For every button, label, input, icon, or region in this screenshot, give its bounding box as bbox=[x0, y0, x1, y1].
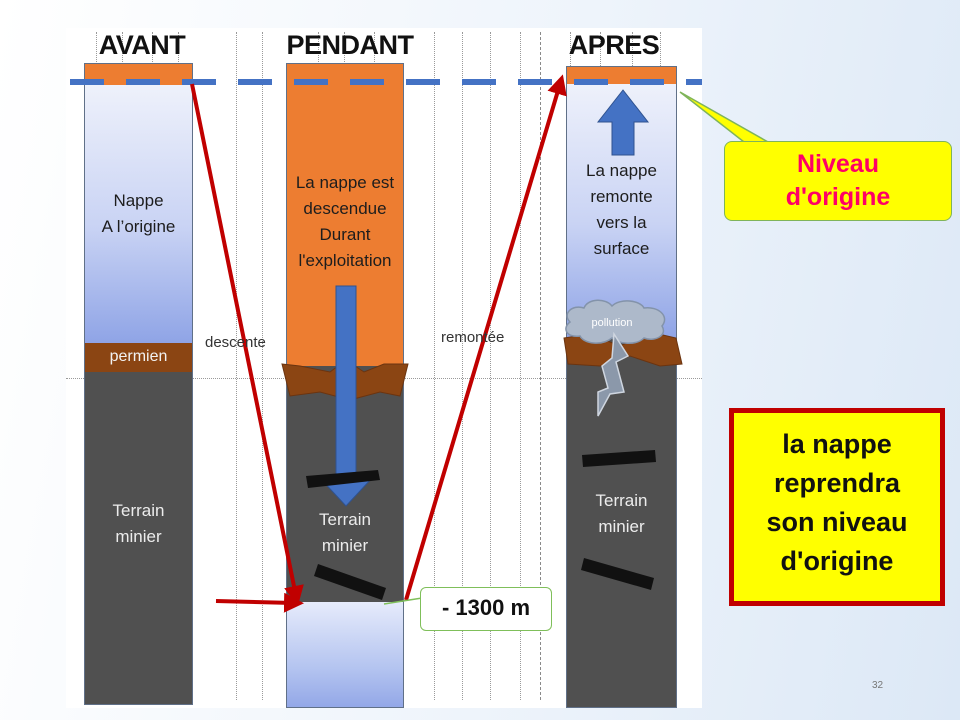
depth-pointer bbox=[383, 597, 423, 605]
descent-arrow bbox=[190, 83, 304, 606]
origin-level-callout: Niveau d'origine bbox=[724, 141, 952, 221]
page-number: 32 bbox=[872, 680, 884, 691]
permien-label: permien bbox=[109, 348, 168, 365]
title-avant: AVANT bbox=[98, 30, 186, 60]
column-avant bbox=[84, 63, 193, 705]
nappe-remonte-label: La nappe remonte vers la surface bbox=[586, 161, 657, 258]
pollution-cloud-icon bbox=[565, 299, 666, 344]
up-arrow-icon bbox=[596, 89, 650, 156]
conclusion-callout: la nappe reprendra son niveau d'origine bbox=[729, 408, 945, 606]
lightning-icon bbox=[597, 331, 630, 417]
mine-galleries bbox=[306, 450, 656, 600]
ascent-arrow bbox=[404, 74, 567, 601]
nappe-descendue-label: La nappe est descendue Durant l'exploita… bbox=[295, 173, 395, 270]
pollution-label: pollution bbox=[591, 317, 633, 329]
descent-label: descente bbox=[205, 334, 266, 351]
terrain-minier-label-avant: Terrain minier bbox=[112, 501, 165, 546]
title-apres: APRES bbox=[568, 30, 660, 60]
ascent-label: remontée bbox=[441, 329, 505, 346]
callout-pointer bbox=[679, 91, 771, 143]
terrain-minier-label-pendant: Terrain minier bbox=[319, 510, 371, 555]
terrain-minier-label-apres: Terrain minier bbox=[595, 491, 648, 536]
title-pendant: PENDANT bbox=[286, 30, 414, 60]
horizontal-arrow bbox=[215, 592, 304, 613]
permien-layer bbox=[85, 343, 192, 372]
depth-label: - 1300 m bbox=[420, 587, 552, 631]
nappe-origine-label: Nappe A l’origine bbox=[101, 191, 176, 236]
